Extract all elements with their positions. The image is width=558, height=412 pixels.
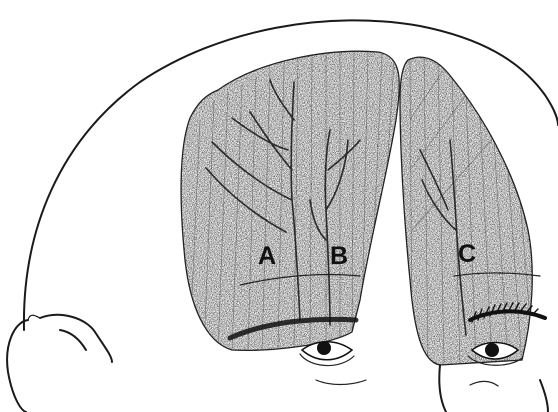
label-b: B	[330, 242, 348, 270]
label-a: A	[258, 242, 276, 270]
label-c: C	[458, 240, 476, 268]
cheek-line	[316, 380, 366, 385]
ear-top	[28, 315, 40, 320]
flap-right	[400, 56, 545, 365]
nostril	[470, 381, 498, 386]
nose-bridge-right	[540, 380, 548, 412]
flap-left	[181, 51, 399, 350]
ear	[7, 315, 112, 412]
nose-bridge-left	[439, 365, 446, 412]
